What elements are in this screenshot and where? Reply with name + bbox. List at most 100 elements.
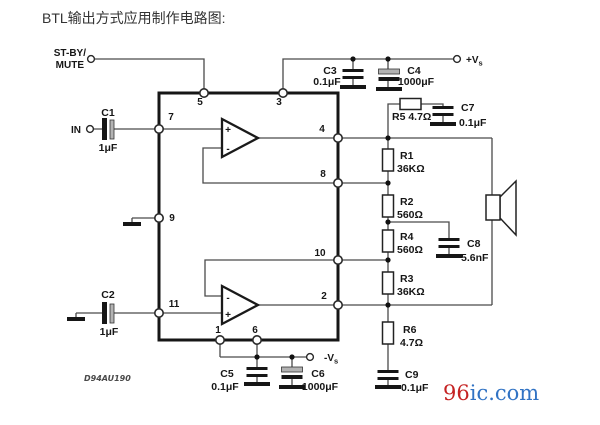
resistor-r1 bbox=[381, 148, 395, 172]
stby-label-line2: MUTE bbox=[56, 60, 85, 71]
vplus-label-main: +V bbox=[466, 55, 479, 66]
pin-3-terminal bbox=[277, 88, 288, 99]
opamp-1-symbol bbox=[220, 117, 261, 159]
vminus-label-main: -V bbox=[324, 353, 334, 364]
pin-11-label: 11 bbox=[169, 299, 180, 310]
ground-bar-icon bbox=[430, 122, 456, 126]
resistor-r3 bbox=[381, 271, 395, 295]
speaker-horn bbox=[499, 179, 517, 237]
resistor-r2 bbox=[381, 194, 395, 218]
ground-bar-icon bbox=[375, 385, 401, 389]
watermark-rest: ic.com bbox=[470, 381, 540, 405]
resistor-r5 bbox=[399, 97, 422, 111]
cap-plate bbox=[281, 366, 303, 373]
c4-ref-label: C4 bbox=[407, 65, 421, 77]
cap-plate bbox=[342, 76, 364, 79]
cap-plate bbox=[342, 69, 364, 72]
junction-dot bbox=[289, 354, 295, 360]
c9-value-label: 0.1μF bbox=[401, 382, 429, 394]
c4-value-label: 1000μF bbox=[398, 76, 435, 88]
vplus-terminal bbox=[452, 54, 462, 64]
r3-value-label: 36KΩ bbox=[397, 286, 425, 298]
c5-value-label: 0.1μF bbox=[211, 381, 239, 393]
r3-ref-label: R3 bbox=[400, 273, 414, 285]
capacitor-c5 bbox=[244, 367, 270, 386]
cap-plate bbox=[378, 77, 400, 81]
opamp-2-minus-mark: - bbox=[226, 293, 229, 304]
drawing-code: D94AU190 bbox=[84, 374, 131, 383]
cap-plate bbox=[377, 370, 399, 373]
capacitor-c2 bbox=[102, 302, 115, 324]
vplus-label: +Vs bbox=[466, 55, 483, 68]
pin-11-terminal bbox=[154, 307, 165, 318]
c8-value-label: 5.6nF bbox=[461, 252, 489, 264]
ground-bar-icon bbox=[67, 317, 85, 321]
r1-value-label: 36KΩ bbox=[397, 163, 425, 175]
resistor-r4 bbox=[381, 229, 395, 253]
pin-4-terminal bbox=[332, 133, 343, 144]
wire-segment bbox=[258, 137, 338, 306]
c9-ref-label: C9 bbox=[405, 369, 419, 381]
cap-plate bbox=[432, 106, 454, 109]
junction-dot bbox=[254, 354, 260, 360]
capacitor-c1 bbox=[102, 118, 115, 140]
capacitor-c8 bbox=[436, 238, 462, 258]
stby-terminal bbox=[86, 54, 96, 64]
pin-9-terminal bbox=[154, 213, 165, 224]
resistor-r6 bbox=[381, 321, 395, 345]
r1-ref-label: R1 bbox=[400, 150, 414, 162]
cap-plate bbox=[246, 367, 268, 370]
c1-value-label: 1μF bbox=[99, 142, 118, 154]
pin-7-label: 7 bbox=[168, 112, 174, 123]
vplus-label-sub: s bbox=[479, 59, 483, 68]
vminus-terminal bbox=[305, 352, 315, 362]
r5-label: R5 4.7Ω bbox=[392, 111, 431, 123]
cap-plate bbox=[438, 238, 460, 241]
c5-ref-label: C5 bbox=[220, 368, 234, 380]
pin-6-terminal bbox=[252, 334, 263, 345]
cap-plate bbox=[432, 113, 454, 116]
c6-ref-label: C6 bbox=[311, 368, 325, 380]
pin-1-terminal bbox=[215, 334, 226, 345]
cap-plate bbox=[102, 118, 107, 140]
pin-10-terminal bbox=[332, 255, 343, 266]
pin-7-terminal bbox=[154, 124, 165, 135]
r4-value-label: 560Ω bbox=[397, 244, 423, 256]
page-title: BTL输出方式应用制作电路图: bbox=[42, 10, 226, 26]
capacitor-c6 bbox=[279, 366, 305, 389]
opamp-1-plus-mark: + bbox=[225, 125, 231, 136]
speaker-icon bbox=[485, 179, 517, 237]
opamp-2-plus-mark: + bbox=[225, 310, 231, 321]
watermark-96ic: 96ic.com bbox=[443, 381, 539, 405]
pin-2-terminal bbox=[332, 299, 343, 310]
vminus-label-sub: s bbox=[334, 357, 338, 366]
opamp-2-symbol bbox=[220, 284, 261, 326]
wire-segment bbox=[219, 340, 307, 358]
r6-ref-label: R6 bbox=[403, 324, 417, 336]
junction-dots bbox=[254, 56, 391, 360]
external-terminals bbox=[85, 54, 462, 362]
cap-plate bbox=[246, 374, 268, 377]
stby-label-line1: ST-BY/ bbox=[54, 48, 86, 59]
c6-value-label: 1000μF bbox=[302, 381, 339, 393]
cap-plate bbox=[109, 303, 115, 324]
cap-plate bbox=[102, 302, 107, 324]
junction-dot bbox=[385, 219, 391, 225]
pin-1-label: 1 bbox=[215, 325, 221, 336]
c2-value-label: 1μF bbox=[100, 326, 119, 338]
ground-bar-icon bbox=[279, 385, 305, 389]
watermark-num: 96 bbox=[443, 381, 470, 405]
c3-value-label: 0.1μF bbox=[313, 76, 341, 88]
wire-segment bbox=[75, 312, 159, 317]
junction-dot bbox=[385, 56, 391, 62]
wire-segment bbox=[256, 357, 293, 385]
c1-ref-label: C1 bbox=[101, 107, 115, 119]
ground-bar-icon bbox=[436, 254, 462, 258]
cap-plate bbox=[377, 377, 399, 380]
pin-6-label: 6 bbox=[252, 325, 258, 336]
ground-bar-icon bbox=[244, 382, 270, 386]
pin-10-label: 10 bbox=[314, 248, 326, 259]
opamp-1-minus-mark: - bbox=[226, 144, 229, 155]
cap-plate bbox=[281, 375, 303, 379]
